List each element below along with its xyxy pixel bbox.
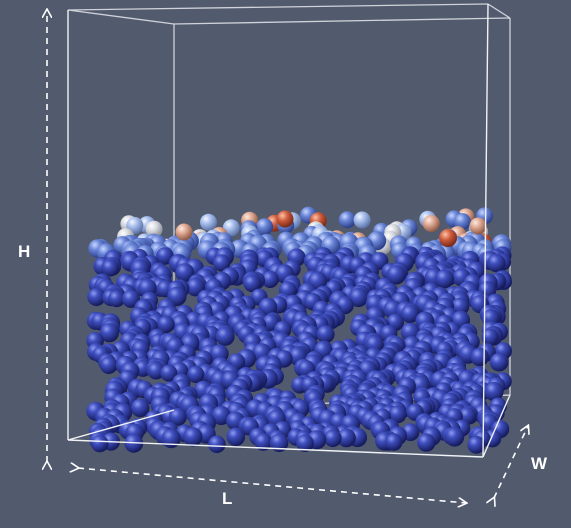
particle (157, 315, 175, 334)
particle (161, 429, 181, 449)
particle (168, 407, 187, 426)
particle (296, 434, 314, 453)
particle-bed (86, 206, 513, 454)
dimension-arrows (47, 10, 528, 503)
particle (337, 428, 356, 448)
particle (208, 435, 226, 454)
particle (99, 356, 118, 375)
particle (187, 365, 205, 383)
particle (338, 211, 356, 229)
particle (175, 263, 195, 283)
particle (122, 289, 140, 308)
particle (213, 254, 231, 272)
particle (183, 427, 203, 447)
particle (261, 270, 279, 288)
particle (422, 215, 440, 232)
particle (417, 433, 436, 452)
particle (324, 429, 342, 448)
particle (481, 328, 499, 346)
particle (348, 287, 369, 308)
particle (101, 259, 119, 277)
particle (91, 434, 109, 453)
particle (186, 277, 205, 297)
particle (160, 364, 178, 382)
particle (388, 405, 407, 424)
width-label: W (531, 454, 548, 473)
particle (226, 427, 246, 447)
particle (386, 265, 406, 285)
particle (145, 220, 163, 238)
particle (99, 323, 119, 343)
particle (276, 210, 294, 228)
particle (87, 287, 106, 307)
particle (108, 290, 126, 308)
particle (400, 304, 420, 324)
particle (147, 362, 165, 380)
particle (269, 433, 289, 453)
particle (243, 274, 261, 293)
container-box-front-edges (67, 3, 511, 458)
particle (130, 398, 150, 418)
particle (489, 352, 509, 372)
particle (200, 213, 217, 231)
length-label: L (222, 489, 233, 508)
width-arrow (494, 426, 528, 498)
particle (215, 326, 235, 346)
particle (175, 223, 193, 241)
particle (467, 435, 486, 454)
particle (444, 427, 465, 447)
particle (439, 229, 457, 247)
particle (487, 253, 506, 273)
height-label: H (18, 242, 31, 261)
particle (470, 347, 489, 367)
length-arrow (78, 468, 466, 503)
particle (254, 433, 273, 451)
particle (316, 325, 335, 344)
particle (385, 433, 403, 451)
particle (222, 219, 240, 237)
particle (469, 217, 487, 235)
particle (484, 382, 504, 402)
particle (256, 218, 274, 236)
particle (454, 213, 471, 231)
particle (211, 405, 231, 426)
particle (353, 211, 371, 229)
particle (435, 269, 454, 289)
